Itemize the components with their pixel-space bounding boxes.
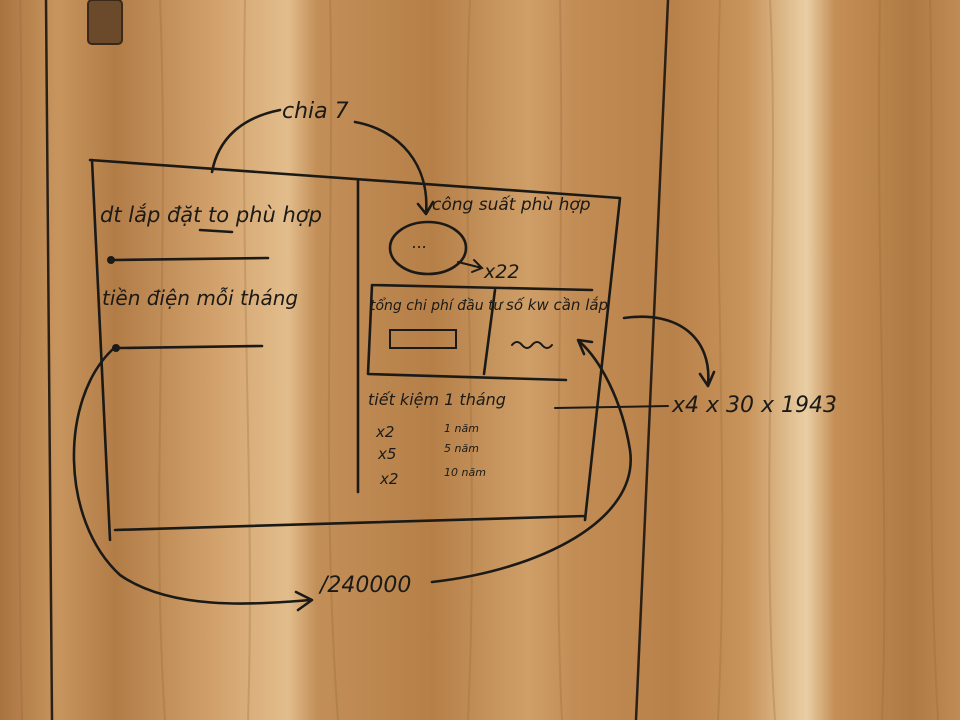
top-label: chia 7 <box>282 99 349 124</box>
formula-text: x4 x 30 x 1943 <box>671 393 837 418</box>
savings-table: x2 1 năm x5 5 năm x2 10 năm <box>375 422 486 488</box>
panel-count-label: số kw cần lắp <box>506 296 608 314</box>
savings-row-3-factor: x2 <box>379 470 398 488</box>
door-handle <box>87 0 123 45</box>
arrow-savings-to-formula <box>554 405 669 409</box>
field-area-label: dt lắp đặt to phù hợp <box>100 203 322 227</box>
result-subbox <box>366 283 594 382</box>
savings-row-3-period: 10 năm <box>444 466 486 479</box>
savings-row-1-period: 1 năm <box>444 422 479 435</box>
total-cost-field <box>389 329 457 349</box>
savings-row-2-period: 5 năm <box>444 442 479 455</box>
total-cost-label: tổng chi phí đầu tư <box>370 297 505 314</box>
arrow-to-multiplier <box>457 259 484 273</box>
arrow-bill-to-bottom <box>72 348 314 612</box>
underline-area-highlight <box>198 228 234 234</box>
arrow-panelcount-to-formula <box>622 315 716 388</box>
field-bill-bullet <box>112 344 120 352</box>
multiplier-text: x22 <box>483 261 519 283</box>
field-bill-input-line <box>117 344 264 350</box>
bubble-text: ... <box>412 233 427 252</box>
savings-row-1-factor: x2 <box>375 423 394 441</box>
savings-row-2-factor: x5 <box>377 445 396 463</box>
bottom-value: /240000 <box>318 573 411 598</box>
arrow-chia-left <box>210 108 282 174</box>
savings-label: tiết kiệm 1 tháng <box>368 390 506 409</box>
field-area-input-line <box>112 256 270 262</box>
main-frame <box>88 158 622 542</box>
plank-seams <box>44 0 670 720</box>
panel-count-squiggle <box>511 341 553 349</box>
field-bill-label: tiền điện mỗi tháng <box>102 286 298 310</box>
right-panel-header: công suất phù hợp <box>432 194 591 215</box>
arrow-chia-right <box>353 120 435 216</box>
field-area-bullet <box>107 256 115 264</box>
wood-grain <box>18 0 939 720</box>
arrow-bottom-to-panel <box>430 338 632 584</box>
capacity-bubble <box>388 220 468 276</box>
